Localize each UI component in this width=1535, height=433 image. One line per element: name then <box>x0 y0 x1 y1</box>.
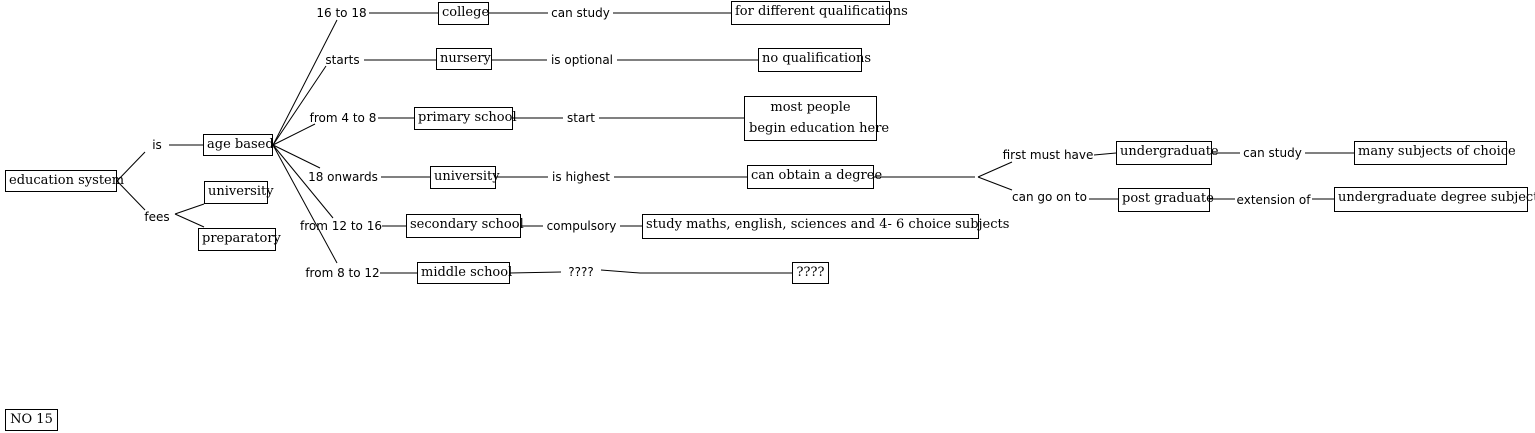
concept-most-people-line2: begin education here <box>749 121 890 136</box>
edge-education-is <box>116 151 146 182</box>
edge-unknown-unknown <box>600 269 792 274</box>
link-is: is <box>152 138 162 152</box>
concept-different-qualifications: for different qualifications <box>731 1 908 25</box>
link-from-4-to-8: from 4 to 8 <box>309 111 377 125</box>
link-can-study-undergrad: can study <box>1243 146 1302 160</box>
concept-education-system: education system <box>5 170 124 192</box>
link-compulsory: compulsory <box>546 219 617 233</box>
edge-agebased-16to18 <box>272 19 338 146</box>
concept-university-fees: university <box>204 181 274 204</box>
edge-firstmust-undergrad <box>1093 152 1117 156</box>
link-can-go-on-to: can go on to <box>1012 190 1087 204</box>
concept-secondary-school: secondary school <box>406 214 524 238</box>
edge-agebased-18onwards <box>272 144 321 169</box>
concept-can-obtain-degree: can obtain a degree <box>747 165 882 189</box>
concept-no-qualifications: no qualifications <box>758 48 871 72</box>
link-extension-of: extension of <box>1236 193 1311 207</box>
edge-branch-cangoon <box>977 176 1013 191</box>
concept-nursery: nursery <box>436 48 492 70</box>
edge-agebased-starts <box>272 65 327 146</box>
concept-undergraduate-subjects: undergraduate degree subjects <box>1334 187 1535 212</box>
concept-no-15: NO 15 <box>5 409 58 431</box>
edge-agebased-4to8 <box>272 123 316 146</box>
concept-most-people: most people begin education here <box>744 96 890 141</box>
link-16-to-18: 16 to 18 <box>316 6 367 20</box>
concept-study-subjects: study maths, english, sciences and 4- 6 … <box>642 214 1009 239</box>
edge-middle-unknown <box>509 271 562 274</box>
edge-fees-preparatory <box>174 213 205 228</box>
concept-primary-school: primary school <box>414 107 517 130</box>
link-fees: fees <box>144 210 170 224</box>
link-unknown: ???? <box>568 265 594 279</box>
link-start: start <box>567 111 595 125</box>
link-from-12-to-16: from 12 to 16 <box>300 219 382 233</box>
edge-agebased-12to16 <box>272 144 334 219</box>
concept-middle-school: middle school <box>417 262 512 284</box>
concept-post-graduate: post graduate <box>1118 188 1214 212</box>
concept-many-subjects: many subjects of choice <box>1354 141 1516 165</box>
concept-most-people-line1: most people <box>770 100 851 115</box>
concept-preparatory: preparatory <box>198 228 281 251</box>
edge-fees-university <box>174 203 205 215</box>
link-from-8-to-12: from 8 to 12 <box>305 266 380 280</box>
link-is-highest: is highest <box>552 170 610 184</box>
edge-education-fees <box>116 180 146 211</box>
edge-agebased-8to12 <box>272 144 338 264</box>
link-is-optional: is optional <box>550 53 614 67</box>
edge-branch-firstmust <box>977 161 1013 178</box>
concept-age-based: age based <box>203 134 274 156</box>
concept-unknown: ???? <box>792 262 829 284</box>
concept-college: college <box>438 2 489 25</box>
link-starts: starts <box>325 53 360 67</box>
concept-university: university <box>430 166 500 189</box>
link-first-must-have: first must have <box>1002 148 1094 162</box>
link-can-study-college: can study <box>551 6 610 20</box>
concept-undergraduate: undergraduate <box>1116 141 1219 165</box>
link-18-onwards: 18 onwards <box>308 170 378 184</box>
